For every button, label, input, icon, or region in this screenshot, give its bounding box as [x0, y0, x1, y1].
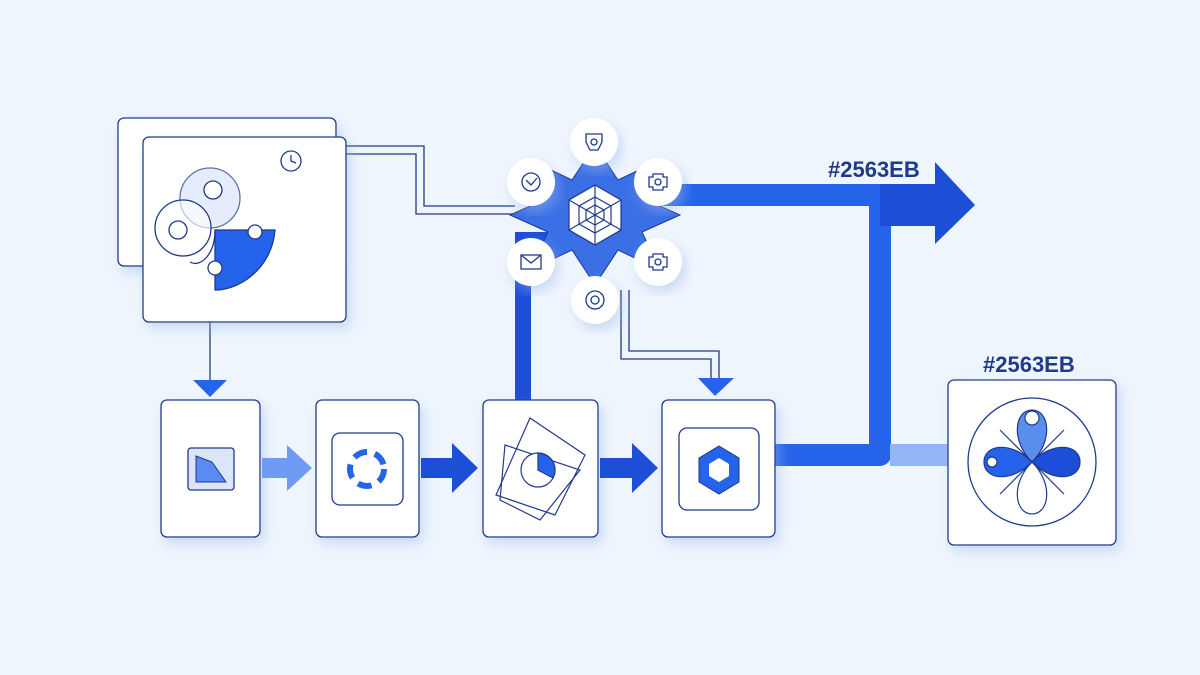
arrow-2-3 — [421, 443, 478, 493]
satellite-chat-clock-icon[interactable] — [507, 158, 555, 206]
output-connector — [890, 444, 948, 466]
satellite-gear-icon-2[interactable] — [634, 238, 682, 286]
satellite-mail-icon[interactable] — [507, 238, 555, 286]
web-hexagon-icon — [568, 184, 622, 246]
satellite-lifebuoy-icon[interactable] — [571, 276, 619, 324]
down-arrow-1 — [193, 380, 227, 397]
satellite-gear-icon-1[interactable] — [634, 158, 682, 206]
step-box-3[interactable] — [482, 399, 599, 538]
clock-icon — [280, 150, 302, 172]
cycle-icon — [347, 449, 387, 489]
arrow-color-label: #2563EB — [828, 157, 920, 182]
flower-icon — [983, 409, 1081, 515]
petal-logo-icon — [154, 167, 276, 291]
output-color-label: #2563EB — [983, 352, 1075, 377]
pie-chart-icon — [495, 417, 586, 521]
arrow-3-4 — [600, 443, 658, 493]
satellite-bulb-icon[interactable] — [570, 118, 618, 166]
step-box-2[interactable] — [315, 399, 420, 538]
arrow-1-2 — [262, 445, 312, 491]
step-box-4[interactable] — [661, 399, 776, 538]
source-card-stack[interactable] — [117, 117, 347, 323]
document-icon — [187, 447, 235, 491]
down-arrow-2 — [698, 378, 734, 396]
output-arrow — [880, 162, 975, 244]
output-box[interactable] — [947, 379, 1117, 546]
step-box-1[interactable] — [160, 399, 261, 538]
hexagon-icon — [698, 445, 740, 495]
